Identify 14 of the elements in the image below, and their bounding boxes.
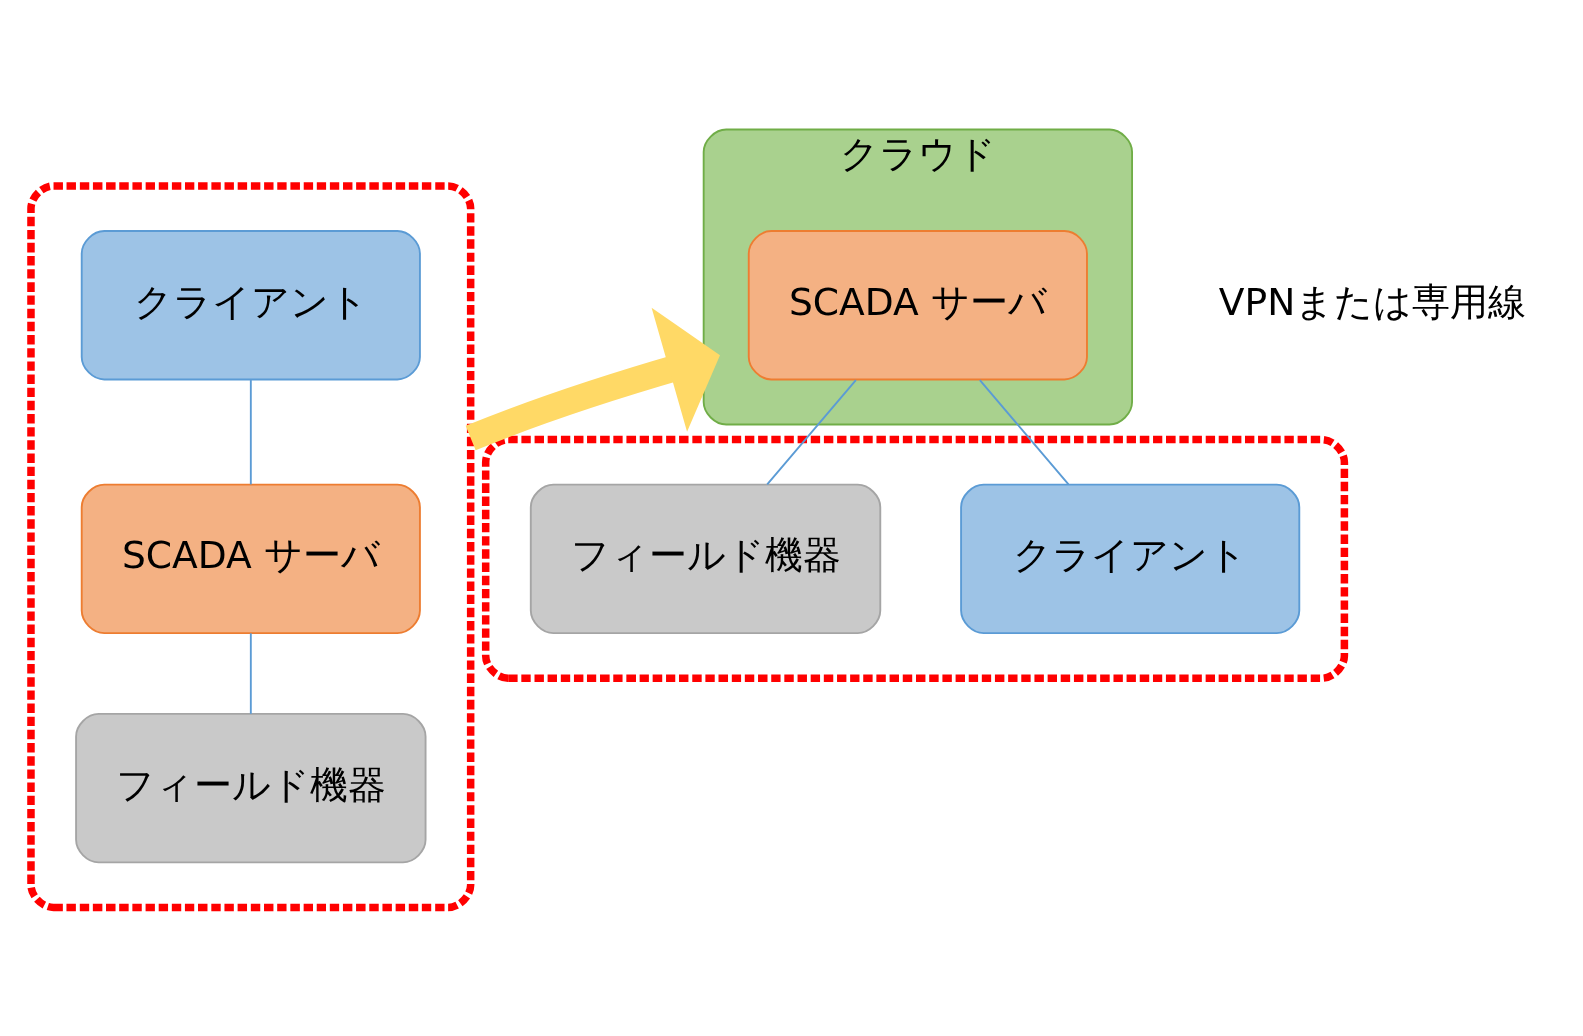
node-box: SCADA サーバ (747, 229, 1088, 380)
node-box: フィールド機器 (75, 712, 427, 863)
cluster (481, 435, 1349, 682)
node-box: フィールド機器 (529, 483, 882, 634)
arrow (465, 307, 720, 450)
connector (766, 378, 857, 485)
node-box: SCADA サーバ (80, 483, 421, 634)
cluster (27, 181, 475, 911)
connector (249, 631, 252, 715)
connector (978, 378, 1070, 485)
label: VPNまたは専用線 (1218, 279, 1527, 324)
connector (249, 378, 252, 485)
node-box: クライアント (960, 483, 1301, 634)
node-box: クライアント (80, 229, 421, 380)
